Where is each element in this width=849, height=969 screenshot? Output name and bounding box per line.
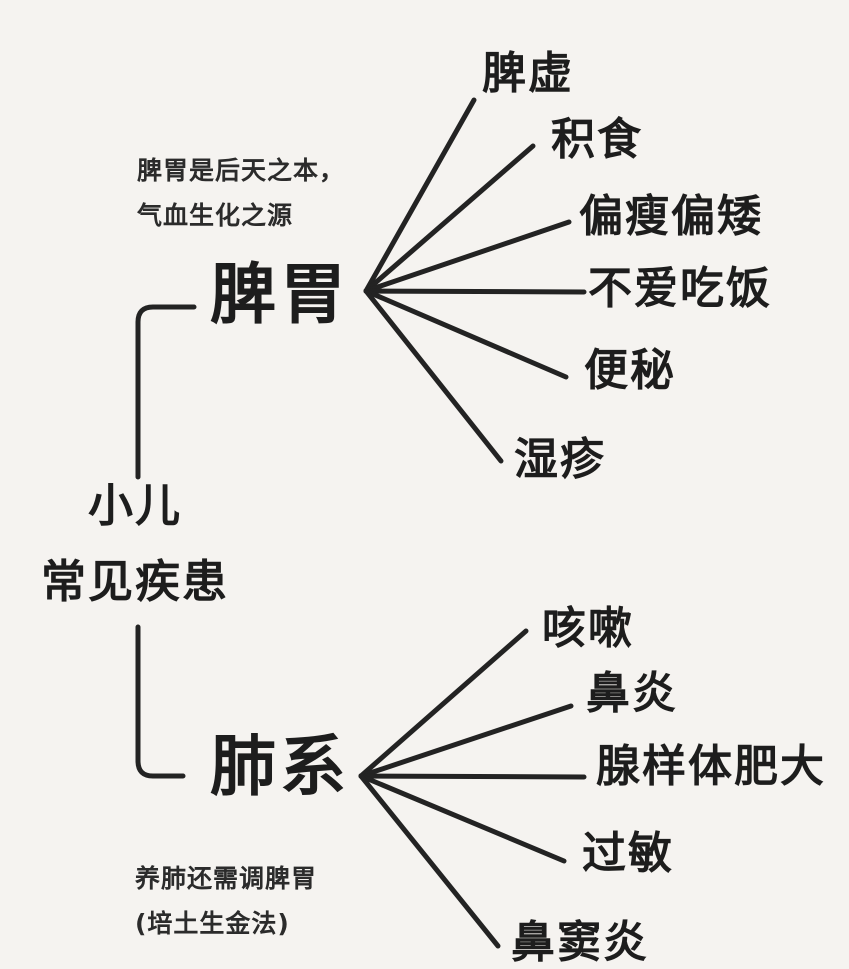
branch-node-lung: 肺系 xyxy=(210,728,350,805)
leaf-constipation: 便秘 xyxy=(584,345,676,396)
branch-line-lung-4 xyxy=(358,773,501,949)
leaf-cough: 咳嗽 xyxy=(542,603,634,654)
leaf-poor-appetite: 不爱吃饭 xyxy=(588,263,772,314)
leaf-food-accumulation: 积食 xyxy=(551,114,643,165)
leaf-rhinitis: 鼻炎 xyxy=(586,668,678,719)
leaf-sinusitis: 鼻窦炎 xyxy=(511,917,649,968)
leaf-thin-short: 偏瘦偏矮 xyxy=(579,191,763,242)
note-lung-line2: (培土生金法) xyxy=(135,909,290,938)
root-node: 小儿 常见疾患 xyxy=(30,468,240,620)
branch-line-spleen-4 xyxy=(363,288,569,380)
note-spleen-line2: 气血生化之源 xyxy=(137,201,294,230)
note-spleen-stomach: 脾胃是后天之本， 气血生化之源 xyxy=(137,148,345,238)
branch-line-spleen-1 xyxy=(363,143,536,294)
branch-node-spleen-stomach: 脾胃 xyxy=(210,256,350,333)
branch-line-spleen-5 xyxy=(363,288,504,464)
spine-bottom-bracket xyxy=(135,624,186,779)
leaf-allergy: 过敏 xyxy=(582,828,674,879)
spine-top-bracket xyxy=(135,304,197,480)
root-node-line1: 小儿 xyxy=(87,479,182,532)
branch-line-lung-2 xyxy=(358,773,587,780)
leaf-spleen-deficiency: 脾虚 xyxy=(482,48,574,99)
branch-line-spleen-2 xyxy=(363,219,572,294)
branch-line-lung-1 xyxy=(358,703,574,779)
leaf-adenoid-hypertrophy: 腺样体肥大 xyxy=(596,741,826,792)
note-spleen-line1: 脾胃是后天之本， xyxy=(137,156,346,185)
note-lung-line1: 养肺还需调脾胃 xyxy=(135,864,318,893)
branch-line-spleen-3 xyxy=(363,288,587,295)
leaf-eczema: 湿疹 xyxy=(514,434,606,485)
root-node-line2: 常见疾患 xyxy=(40,555,229,608)
note-lung: 养肺还需调脾胃 (培土生金法) xyxy=(135,856,317,946)
branch-line-spleen-0 xyxy=(363,97,477,294)
branch-line-lung-3 xyxy=(358,773,567,864)
branch-line-lung-0 xyxy=(358,628,529,779)
